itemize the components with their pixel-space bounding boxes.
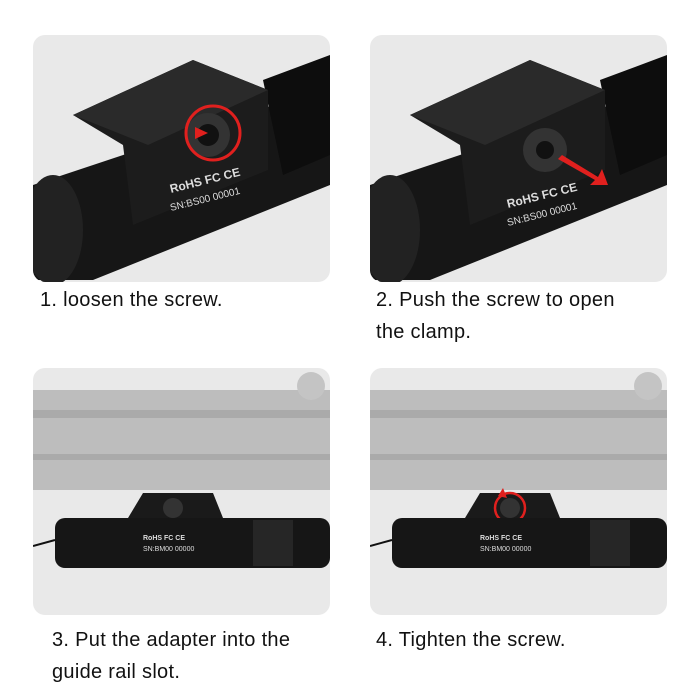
flashlight-closeup: RoHS FC CE SN:BS00 00001 bbox=[370, 55, 667, 282]
rail-mount-illustration: RoHS FC CE SN:BM00 00000 bbox=[370, 372, 667, 568]
step-1-caption: 1. loosen the screw. bbox=[40, 289, 223, 311]
step-3-image: RoHS FC CE SN:BM00 00000 bbox=[33, 368, 330, 615]
step-1-image: RoHS FC CE SN:BS00 00001 bbox=[33, 35, 330, 282]
device-marking: RoHS FC CE bbox=[480, 535, 522, 542]
device-serial: SN:BM00 00000 bbox=[480, 546, 531, 553]
step-3-caption: 3. Put the adapter into the guide rail s… bbox=[52, 624, 290, 688]
rail-mount-illustration: RoHS FC CE SN:BM00 00000 bbox=[33, 372, 330, 568]
device-serial: SN:BM00 00000 bbox=[143, 546, 194, 553]
caption-line: 3. Put the adapter into the bbox=[52, 629, 291, 651]
device-marking: RoHS FC CE bbox=[143, 535, 185, 542]
caption-line: the clamp. bbox=[376, 321, 472, 343]
step-4-caption: 4. Tighten the screw. bbox=[376, 629, 566, 651]
flashlight-closeup: RoHS FC CE SN:BS00 00001 bbox=[33, 55, 330, 282]
step-2-caption: 2. Push the screw to open the clamp. bbox=[376, 284, 615, 348]
caption-line: 2. Push the screw to open bbox=[376, 289, 615, 311]
step-4-image: RoHS FC CE SN:BM00 00000 bbox=[370, 368, 667, 615]
step-2-image: RoHS FC CE SN:BS00 00001 bbox=[370, 35, 667, 282]
caption-line: guide rail slot. bbox=[52, 661, 181, 683]
